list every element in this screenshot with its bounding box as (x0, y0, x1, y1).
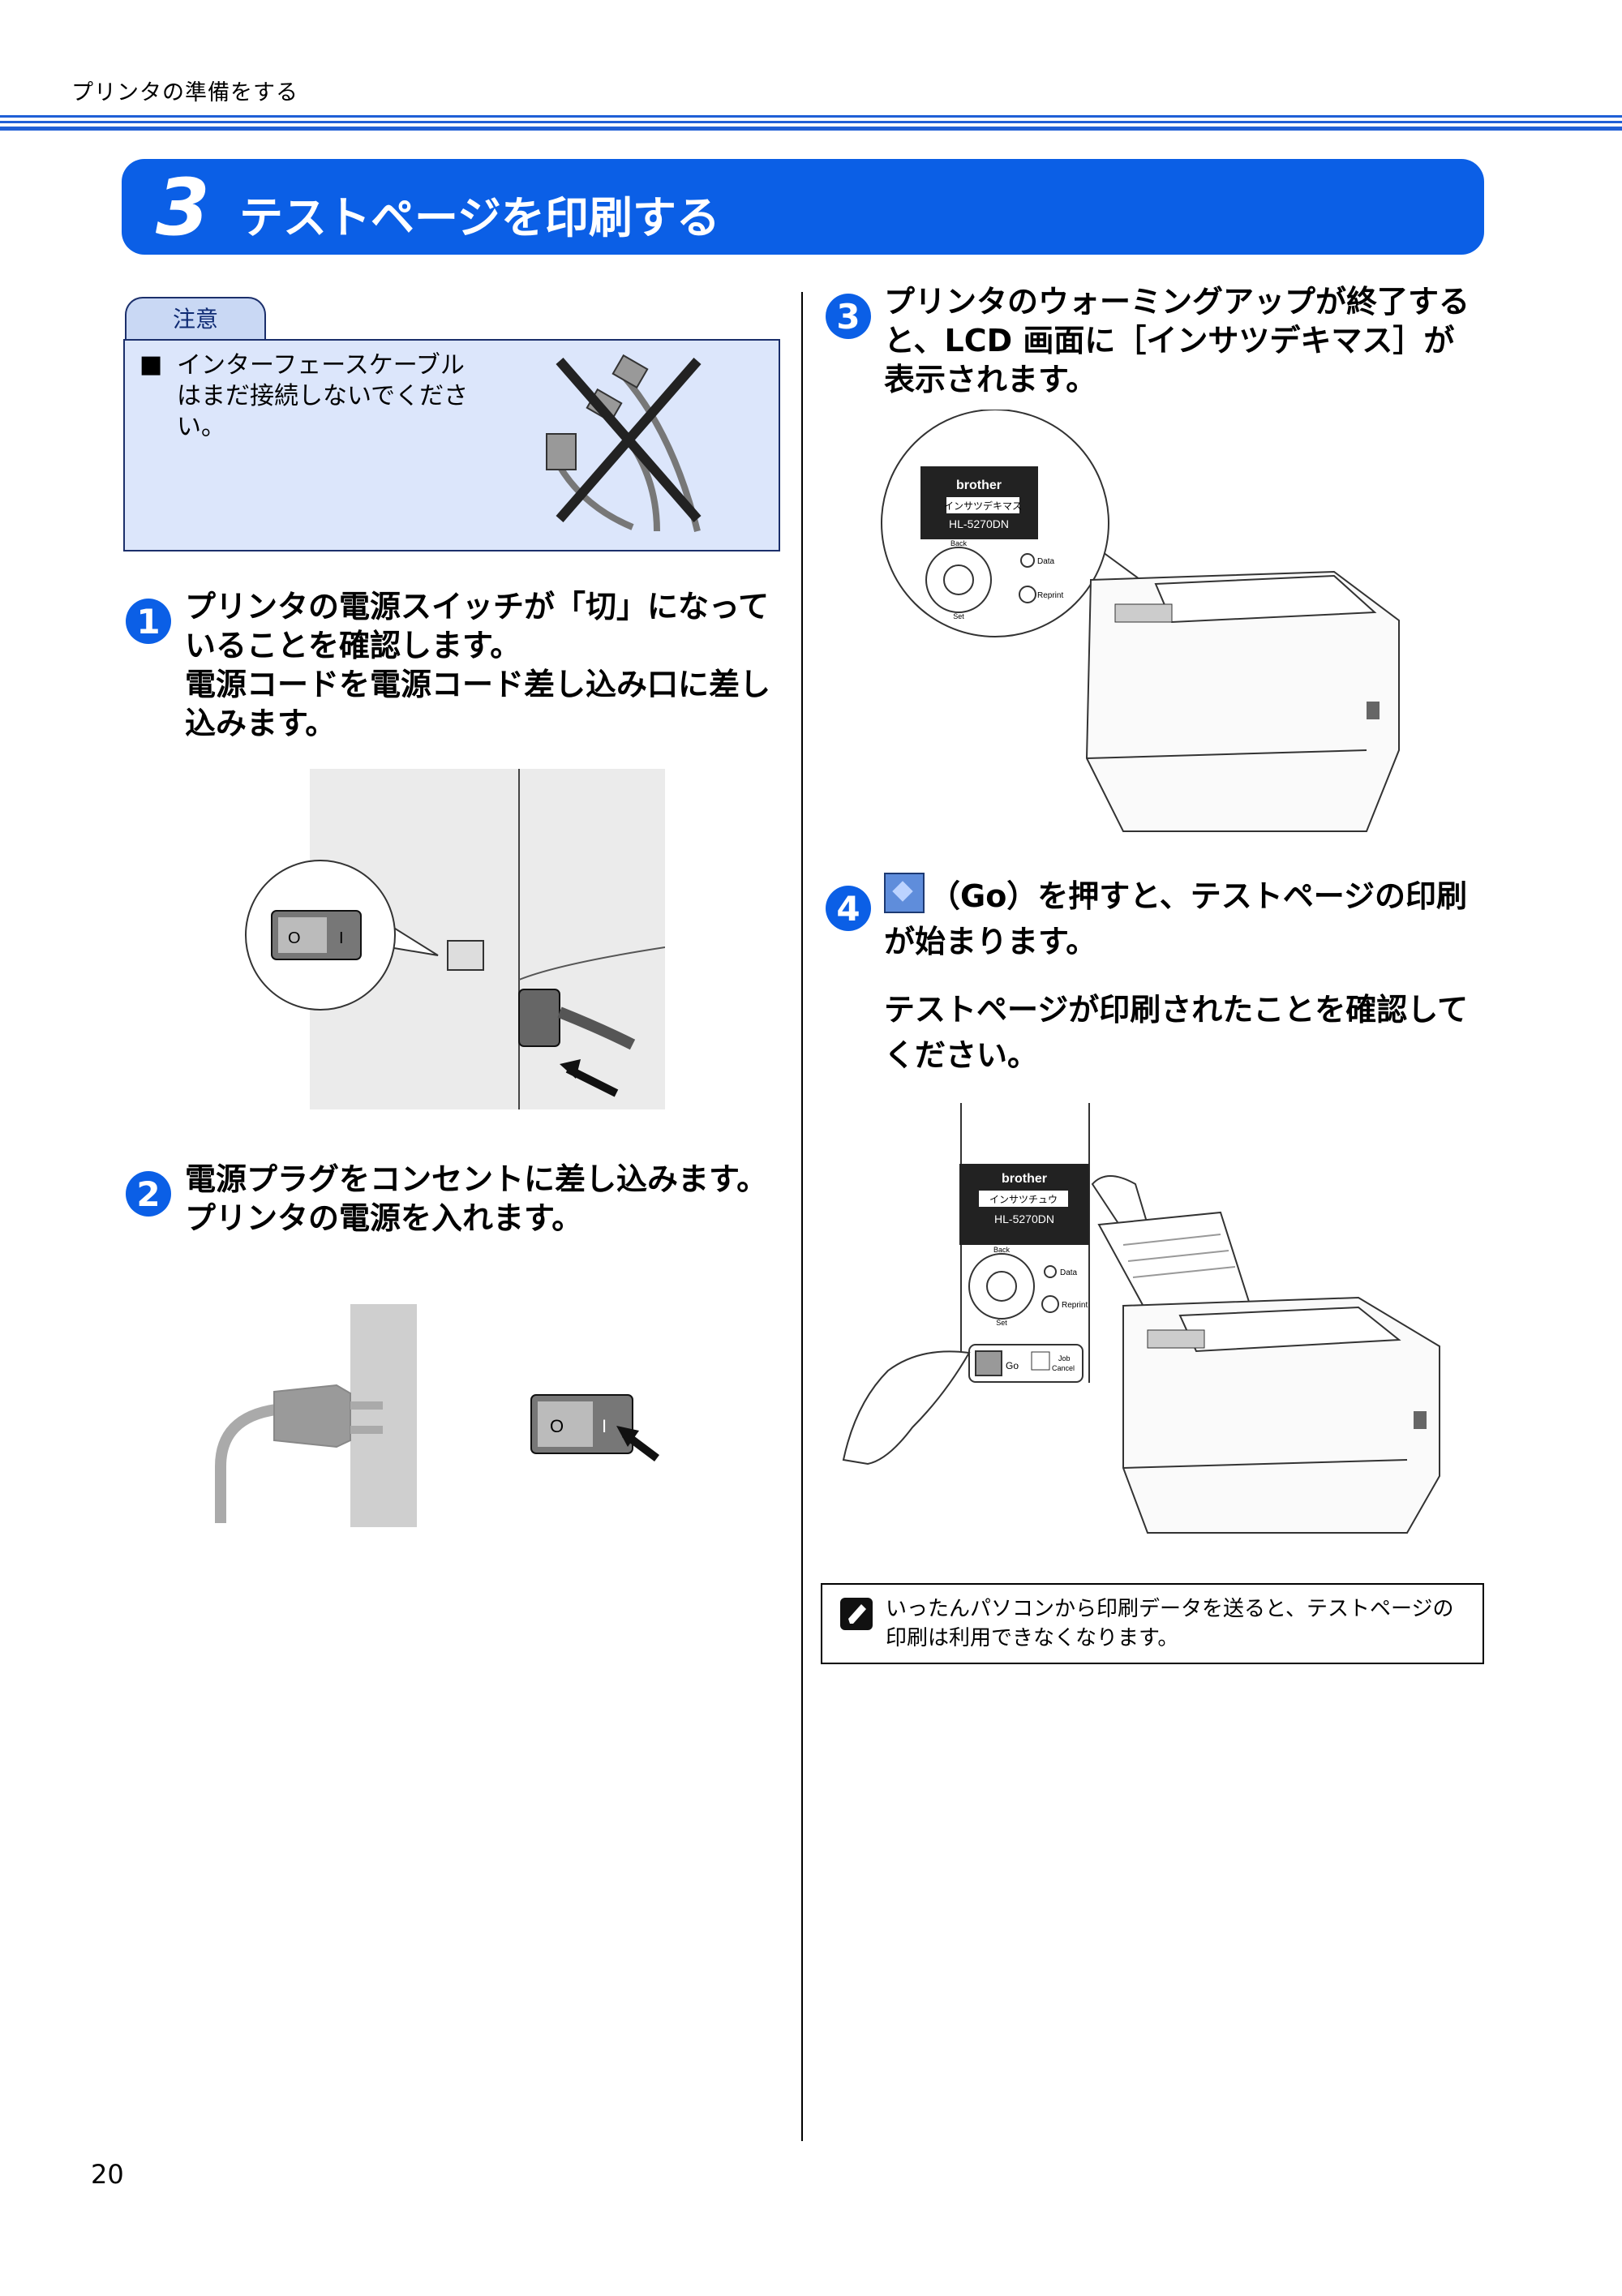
panel-set-printing: Set (996, 1319, 1007, 1327)
power-plug-illustration: O I (215, 1304, 659, 1527)
switch-off-label: O (288, 929, 301, 947)
panel-go-label: Go (1006, 1360, 1019, 1371)
switch2-on-label: I (602, 1416, 607, 1436)
step-3-text: プリンタのウォーミングアップが終了すると、LCD 画面に［インサツデキマス］が表… (884, 284, 1470, 397)
step-4-line-1: （Go）を押すと、テストページの印刷が始まります。 (884, 873, 1484, 964)
step-4-text: （Go）を押すと、テストページの印刷が始まります。 テストページが印刷されたこと… (884, 873, 1484, 1078)
note-pencil-icon (840, 1598, 873, 1630)
note-box (821, 1583, 1484, 1664)
lcd-brand-printing: brother (1002, 1172, 1047, 1186)
step-2-number: 2 (126, 1171, 171, 1217)
usb-cable-prohibited-illustration (546, 354, 702, 532)
step-1-number: 1 (126, 599, 171, 644)
panel-back-ready: Back (950, 539, 968, 547)
column-divider (801, 292, 803, 2141)
panel-data-ready: Data (1037, 557, 1055, 566)
note-text: いったんパソコンから印刷データを送ると、テストページの印刷は利用できなくなります… (886, 1597, 1454, 1650)
lcd-brand-ready: brother (956, 479, 1002, 492)
power-cord-illustration: O I (245, 769, 665, 1109)
lcd-model-printing: HL-5270DN (994, 1212, 1054, 1225)
panel-job-label: Job (1058, 1354, 1071, 1363)
panel-data-printing: Data (1060, 1268, 1078, 1277)
section-number: 3 (156, 162, 210, 253)
step-4-line-2: テストページが印刷されたことを確認してください。 (884, 992, 1469, 1073)
printer-printing-illustration: brother インサツチュウ HL-5270DN Back Set Data … (842, 1103, 1440, 1534)
step-2-line-2: プリンタの電源を入れます。 (185, 1200, 583, 1236)
lcd-model-ready: HL-5270DN (949, 517, 1009, 530)
panel-reprint-ready: Reprint (1037, 591, 1063, 600)
header-rule-3 (0, 127, 1622, 131)
section-heading: 3 テストページを印刷する (122, 159, 1484, 255)
step-4-line-1-text: （Go）を押すと、テストページの印刷が始まります。 (884, 878, 1468, 959)
panel-set-ready: Set (953, 612, 964, 620)
caution-text: インターフェースケーブルはまだ接続しないでください。 (177, 351, 469, 441)
lcd-message-ready: インサツデキマス (944, 500, 1022, 512)
step-2-line-1: 電源プラグをコンセントに差し込みます。 (185, 1161, 768, 1197)
header-rule-2 (0, 121, 1622, 123)
page-number: 20 (91, 2159, 124, 2190)
step-4-number: 4 (826, 886, 871, 931)
step-1-line-1: プリンタの電源スイッチが「切」になっていることを確認します。 (185, 589, 770, 663)
panel-reprint-printing: Reprint (1062, 1301, 1088, 1310)
step-1-line-2: 電源コードを電源コード差し込み口に差し込みます。 (185, 667, 771, 741)
caution-bullet: ■ (139, 350, 163, 379)
header-rule-1 (0, 115, 1622, 118)
switch-on-label: I (339, 929, 344, 947)
printer-ready-illustration: brother インサツデキマス HL-5270DN Back Set Data… (881, 410, 1400, 832)
section-title: テストページを印刷する (239, 192, 720, 243)
step-1-text: プリンタの電源スイッチが「切」になっていることを確認します。 電源コードを電源コ… (185, 587, 781, 743)
panel-cancel-label: Cancel (1052, 1364, 1075, 1372)
go-button-icon (884, 873, 925, 913)
lcd-message-printing: インサツチュウ (989, 1194, 1058, 1205)
caution-tab: 注意 (125, 297, 266, 341)
running-header: プリンタの準備をする (71, 80, 298, 105)
step-3-number: 3 (826, 294, 871, 339)
panel-back-printing: Back (993, 1246, 1011, 1254)
step-2-text: 電源プラグをコンセントに差し込みます。 プリンタの電源を入れます。 (185, 1160, 781, 1238)
switch2-off-label: O (550, 1416, 564, 1436)
